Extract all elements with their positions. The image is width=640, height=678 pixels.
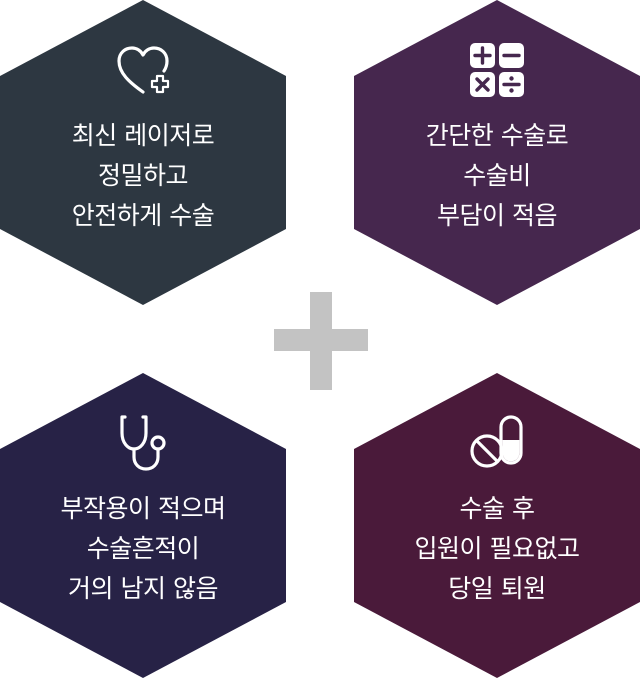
feature-card-side-effects: 부작용이 적으며 수술흔적이 거의 남지 않음: [0, 373, 286, 678]
card-line: 부작용이 적으며: [60, 494, 226, 523]
card-line: 수술흔적이: [86, 534, 200, 563]
card-line: 부담이 적음: [437, 201, 557, 230]
calculator-icon: [470, 43, 524, 97]
card-line: 수술 후: [459, 494, 535, 523]
hexagon-background: [0, 0, 286, 305]
card-text: 수술 후 입원이 필요없고 당일 퇴원: [354, 489, 640, 609]
hexagon-background: [0, 373, 286, 678]
card-line: 정밀하고: [97, 161, 189, 190]
card-line: 거의 남지 않음: [68, 574, 218, 603]
card-line: 최신 레이저로: [71, 121, 215, 150]
card-line: 당일 퇴원: [448, 574, 546, 603]
heart-plus-icon: [117, 46, 170, 94]
feature-card-discharge: 수술 후 입원이 필요없고 당일 퇴원: [354, 373, 640, 678]
card-line: 안전하게 수술: [71, 201, 215, 230]
card-text: 부작용이 적으며 수술흔적이 거의 남지 않음: [0, 489, 286, 609]
stethoscope-icon: [120, 415, 166, 471]
card-text: 간단한 수술로 수술비 부담이 적음: [354, 116, 640, 236]
pills-icon: [470, 415, 523, 468]
feature-card-laser: 최신 레이저로 정밀하고 안전하게 수술: [0, 0, 286, 305]
plus-sign: [274, 292, 368, 390]
plus-vertical-bar: [310, 292, 332, 390]
card-line: 수술비: [463, 161, 531, 190]
card-line: 입원이 필요없고: [414, 534, 580, 563]
card-line: 간단한 수술로: [425, 121, 569, 150]
card-text: 최신 레이저로 정밀하고 안전하게 수술: [0, 116, 286, 236]
feature-card-cost: 간단한 수술로 수술비 부담이 적음: [354, 0, 640, 305]
hexagon-background: [354, 373, 640, 678]
hexagon-background: [354, 0, 640, 305]
